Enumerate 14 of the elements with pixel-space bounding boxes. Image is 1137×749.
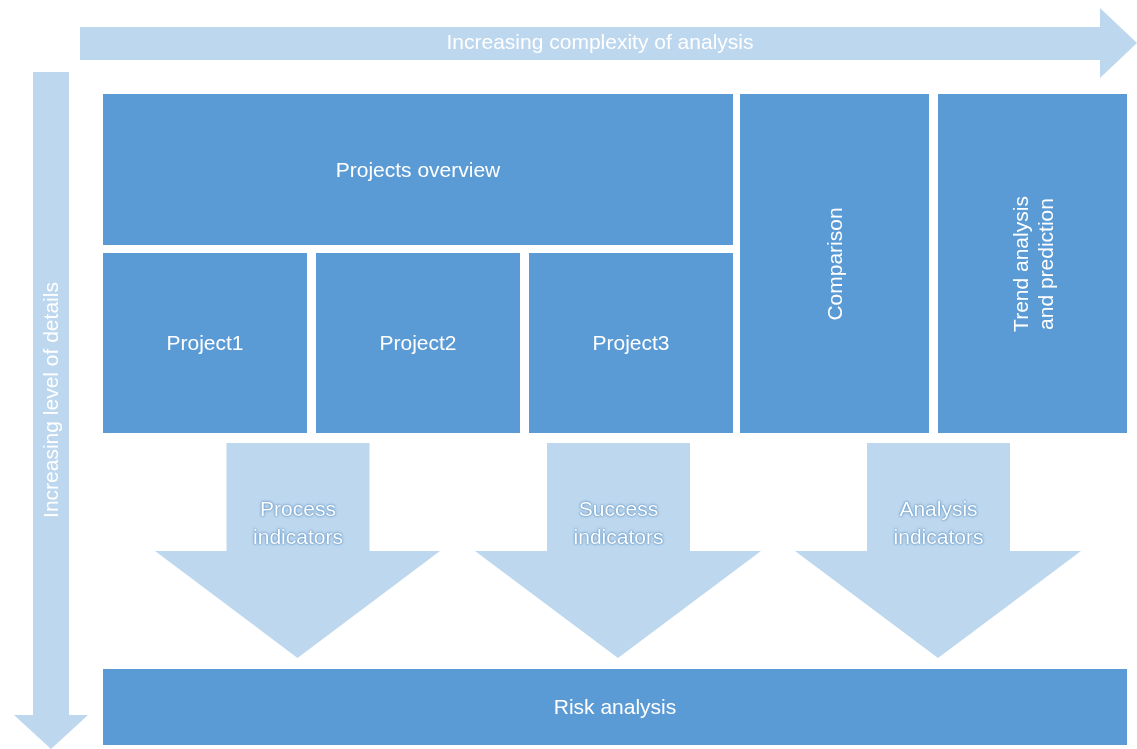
project-box: Project2	[316, 253, 520, 433]
trend-panel	[938, 94, 1127, 433]
arrow-label: Success indicators	[572, 496, 665, 550]
panel-label: Trend analysis and prediction	[1007, 194, 1058, 334]
panel-label: Comparison	[821, 206, 847, 321]
project-box: Project1	[103, 253, 307, 433]
comparison-panel	[740, 94, 929, 433]
overview-panel: Projects overview	[103, 94, 733, 245]
axis-label: Increasing complexity of analysis	[445, 30, 755, 54]
arrow-label: Process indicators	[252, 496, 344, 550]
project-box: Project3	[529, 253, 733, 433]
risk-analysis-bar: Risk analysis	[103, 669, 1127, 745]
arrow-label: Analysis indicators	[892, 496, 985, 550]
axis-label: Increasing level of details	[39, 282, 63, 518]
